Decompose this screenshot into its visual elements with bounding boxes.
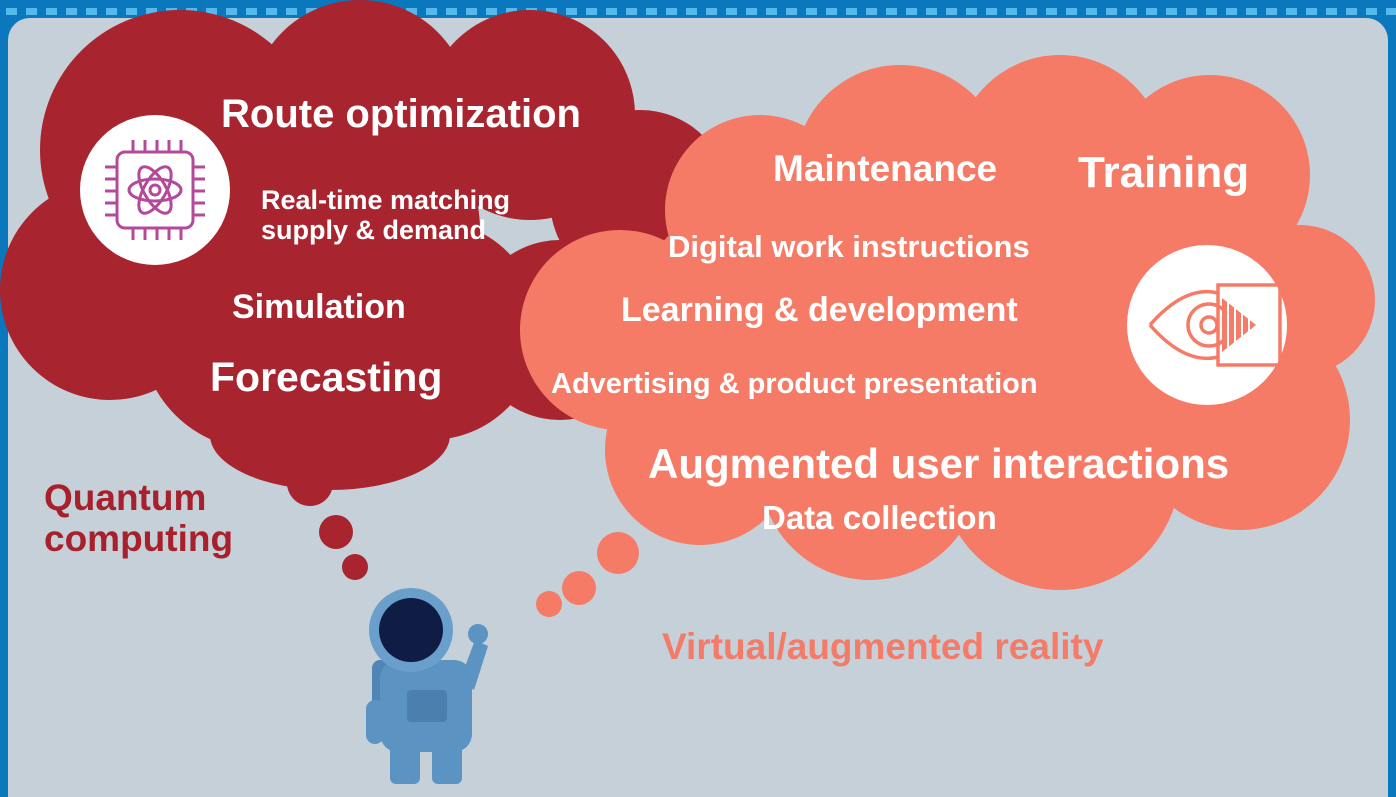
route-optimization-label: Route optimization [221,92,581,136]
virtual-augmented-reality-label: Virtual/augmented reality [662,626,1104,667]
border-dash [626,8,637,15]
border-dash [26,8,37,15]
border-dash [826,8,837,15]
border-dash [106,8,117,15]
border-dash [506,8,517,15]
quantum-thought-bubbles [287,460,368,580]
border-dash [1006,8,1017,15]
border-dash [646,8,657,15]
border-dash [1086,8,1097,15]
border-dash [1246,8,1257,15]
border-dash [1386,8,1396,15]
border-dash [1326,8,1337,15]
border-dash [926,8,937,15]
border-dash [466,8,477,15]
border-dash [126,8,137,15]
border-dash [1306,8,1317,15]
eye-vr-icon [1127,245,1287,405]
border-dash [66,8,77,15]
border-dash [426,8,437,15]
border-dash [146,8,157,15]
border-dash [986,8,997,15]
real-time-matching-label: Real-time matching supply & demand [261,185,511,246]
vr-thought-bubbles [536,532,639,617]
border-dash [46,8,57,15]
border-dash [566,8,577,15]
border-dash [486,8,497,15]
data-collection-label: Data collection [762,499,997,536]
border-dash [606,8,617,15]
border-dash [1166,8,1177,15]
digital-work-instructions-label: Digital work instructions [668,229,1030,264]
border-dash [1026,8,1037,15]
border-dash [286,8,297,15]
quantum-computing-label: Quantum computing [44,477,234,559]
border-dash [746,8,757,15]
border-dash [1266,8,1277,15]
border-dash [246,8,257,15]
border-dash [686,8,697,15]
training-label: Training [1078,148,1250,197]
forecasting-label: Forecasting [210,354,443,400]
border-dash [1126,8,1137,15]
border-dash [446,8,457,15]
border-dash [726,8,737,15]
quantum-cloud [0,0,730,490]
border-dash [1046,8,1057,15]
border-dash [1106,8,1117,15]
border-dash [1146,8,1157,15]
border-dash [1346,8,1357,15]
astronaut-icon [366,588,488,784]
border-dash [206,8,217,15]
border-dash [786,8,797,15]
learning-development-label: Learning & development [621,291,1018,329]
border-dash [666,8,677,15]
border-dash [866,8,877,15]
border-dash [1066,8,1077,15]
border-dash [1186,8,1197,15]
border-dash [946,8,957,15]
vr-cloud [520,55,1375,590]
border-dash [226,8,237,15]
border-dash [1226,8,1237,15]
border-dash [1206,8,1217,15]
border-dash [546,8,557,15]
border-dash [966,8,977,15]
border-dash [6,8,17,15]
maintenance-label: Maintenance [773,148,998,189]
border-dash [86,8,97,15]
augmented-interactions-label: Augmented user interactions [648,440,1230,487]
simulation-label: Simulation [232,288,406,326]
border-dash [706,8,717,15]
border-dash [1286,8,1297,15]
border-dash [886,8,897,15]
quantum-chip-icon [80,115,230,265]
advertising-presentation-label: Advertising & product presentation [551,368,1038,400]
border-dash [846,8,857,15]
border-dash [906,8,917,15]
border-dash [586,8,597,15]
border-dash [806,8,817,15]
border-dash [766,8,777,15]
border-dash [266,8,277,15]
border-dash [1366,8,1377,15]
border-dash [406,8,417,15]
